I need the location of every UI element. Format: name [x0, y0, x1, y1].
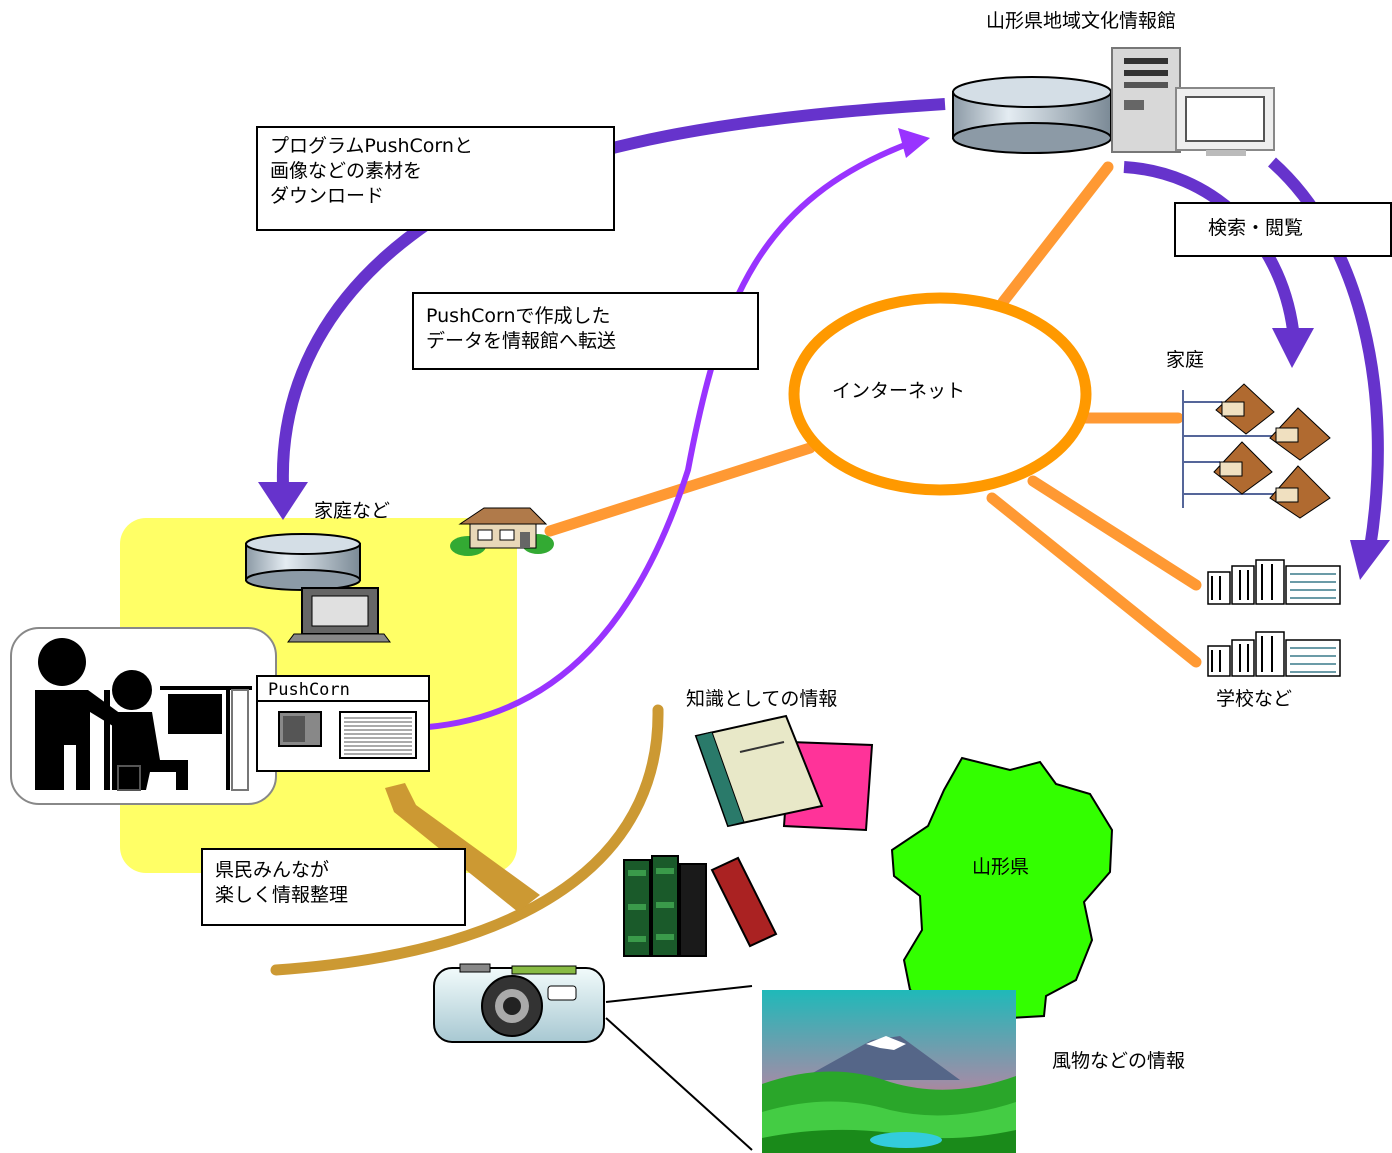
houses-group-icon	[1182, 383, 1331, 519]
search-box: 検索・閲覧	[1174, 202, 1392, 257]
gather-arc	[270, 704, 664, 976]
small-house-icon	[450, 507, 554, 556]
download-box: プログラムPushCornと 画像などの素材を ダウンロード	[256, 126, 615, 231]
bookstack-icon	[623, 855, 778, 957]
transfer-box: PushCornで作成した データを情報館へ転送	[412, 292, 759, 370]
yamagata-map-shape	[890, 756, 1114, 1020]
transfer-arrow	[427, 128, 930, 730]
search-box-label: 検索・閲覧	[1208, 217, 1304, 239]
camera-link-upper	[605, 985, 753, 1003]
notebooks-icon	[694, 714, 874, 832]
citizens-box: 県民みんなが 楽しく情報整理	[201, 848, 466, 926]
home-label: 家庭	[1166, 349, 1205, 371]
laptop-icon	[287, 587, 391, 643]
center-name-label: 山形県地域文化情報館	[986, 10, 1177, 32]
camera-link-lower	[605, 1017, 753, 1151]
citizens-box-line-2: 楽しく情報整理	[215, 884, 349, 907]
server-monitor-icon	[1175, 87, 1275, 156]
home-database-icon	[245, 533, 361, 591]
pushcorn-window	[256, 675, 430, 772]
search-arrowhead-home	[1272, 328, 1314, 368]
school-buildings-icon	[1207, 559, 1341, 677]
knowledge-info-label: 知識としての情報	[686, 688, 838, 710]
server-tower-icon	[1111, 47, 1181, 153]
transfer-box-line-1: PushCornで作成した	[426, 305, 611, 327]
transfer-box-line-2: データを情報館へ転送	[426, 330, 617, 353]
download-box-line-1: プログラムPushCornと	[270, 135, 473, 157]
server-database-icon	[952, 76, 1112, 154]
search-arrowhead-school	[1350, 540, 1390, 580]
pushcorn-window-title: PushCorn	[268, 680, 350, 700]
citizens-box-line-1: 県民みんなが	[215, 859, 330, 881]
home-etc-label: 家庭など	[314, 500, 391, 522]
internet-ring	[788, 292, 1092, 496]
gather-arrow	[385, 783, 540, 912]
school-etc-label: 学校など	[1216, 688, 1293, 710]
scenery-info-label: 風物などの情報	[1052, 1050, 1186, 1072]
prefecture-label: 山形県	[972, 856, 1030, 878]
mountain-landscape-image	[762, 990, 1016, 1153]
download-box-line-3: ダウンロード	[270, 185, 385, 208]
download-box-line-2: 画像などの素材を	[270, 160, 423, 183]
camera-icon	[433, 963, 605, 1043]
internet-label: インターネット	[832, 380, 966, 402]
user-at-computer-icon	[10, 627, 277, 805]
